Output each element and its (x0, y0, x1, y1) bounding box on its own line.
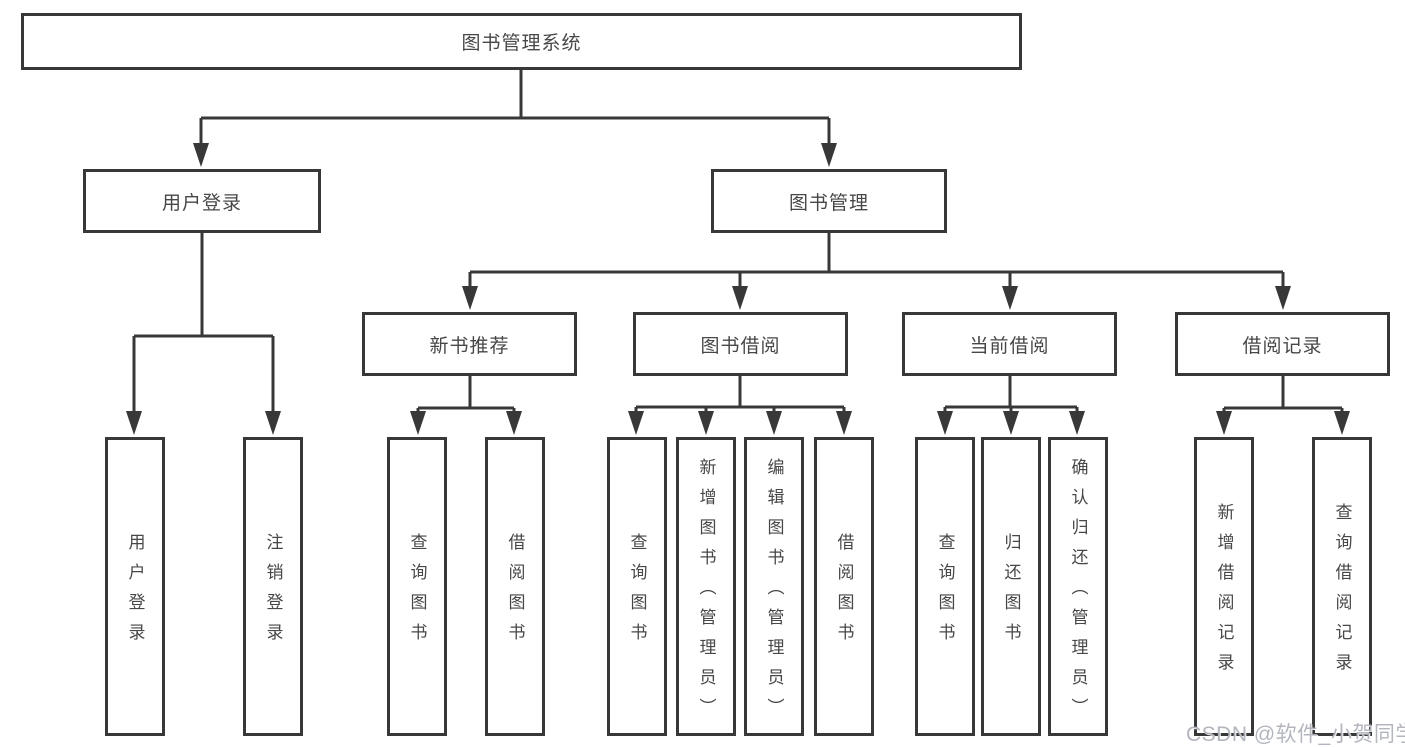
node-new-book-recommendation: 新书推荐 (362, 312, 577, 376)
leaf-label: 归还图书 (1001, 533, 1021, 653)
leaf-label: 新增图书（管理员） (696, 458, 716, 728)
csdn-watermark: CSDN @软件_小贺同学 (1186, 723, 1405, 746)
leaf-edit-books-admin: 编辑图书（管理员） (744, 437, 804, 736)
leaf-label: 查询图书 (627, 533, 647, 653)
node-label: 当前借阅 (969, 335, 1050, 357)
leaf-query-borrow-record: 查询借阅记录 (1312, 437, 1372, 736)
leaf-label: 新增借阅记录 (1214, 503, 1234, 683)
leaf-borrow-books: 借阅图书 (814, 437, 874, 736)
node-label: 新书推荐 (429, 335, 510, 357)
leaf-label: 查询图书 (407, 533, 427, 653)
leaf-label: 注销登录 (263, 533, 283, 653)
leaf-label: 查询借阅记录 (1332, 503, 1352, 683)
arrowheads (126, 143, 1350, 435)
node-label: 图书管理系统 (461, 33, 582, 54)
node-label: 用户登录 (161, 192, 242, 214)
leaf-label: 用户登录 (125, 533, 145, 653)
leaf-label: 编辑图书（管理员） (764, 458, 784, 728)
node-current-borrowing: 当前借阅 (902, 312, 1117, 376)
leaf-query-books-current: 查询图书 (915, 437, 975, 736)
node-library-management-system: 图书管理系统 (21, 13, 1022, 70)
node-label: 图书管理 (788, 192, 869, 214)
node-user-login: 用户登录 (83, 169, 321, 233)
leaf-confirm-return-admin: 确认归还（管理员） (1048, 437, 1108, 736)
connector-lines (132, 70, 1344, 419)
leaf-label: 借阅图书 (505, 533, 525, 653)
leaf-label: 确认归还（管理员） (1068, 458, 1088, 728)
leaf-add-borrow-record: 新增借阅记录 (1194, 437, 1254, 736)
leaf-label: 查询图书 (935, 533, 955, 653)
leaf-query-books-recommend: 查询图书 (387, 437, 447, 736)
leaf-logout: 注销登录 (243, 437, 303, 736)
node-book-borrowing: 图书借阅 (633, 312, 848, 376)
node-label: 借阅记录 (1242, 335, 1323, 357)
node-label: 图书借阅 (700, 335, 781, 357)
leaf-return-books: 归还图书 (981, 437, 1041, 736)
node-book-management: 图书管理 (711, 169, 947, 233)
leaf-label: 借阅图书 (834, 533, 854, 653)
node-borrowing-records: 借阅记录 (1175, 312, 1390, 376)
leaf-borrow-books-recommend: 借阅图书 (485, 437, 545, 736)
leaf-query-books-borrow: 查询图书 (607, 437, 667, 736)
leaf-add-books-admin: 新增图书（管理员） (676, 437, 736, 736)
leaf-user-login: 用户登录 (105, 437, 165, 736)
